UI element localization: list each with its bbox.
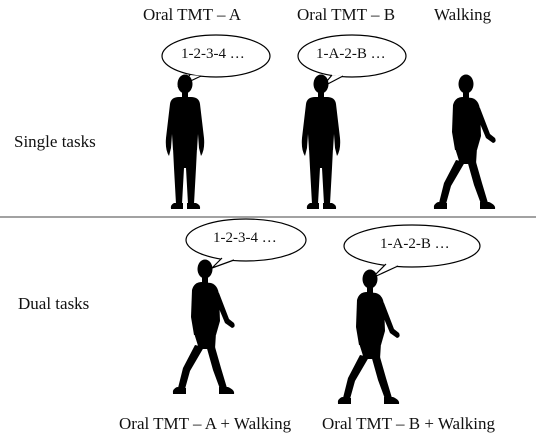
bubble-dual-a xyxy=(185,218,307,269)
column-title-oral-tmt-b: Oral TMT – B xyxy=(297,5,396,24)
row-label-dual-tasks: Dual tasks xyxy=(18,294,90,313)
column-title-walking: Walking xyxy=(434,5,492,24)
standing-person-oral-tmt-b xyxy=(301,74,341,209)
walking-person-single xyxy=(433,74,496,209)
caption-dual-a: Oral TMT – A + Walking xyxy=(119,414,292,433)
row-label-single-tasks: Single tasks xyxy=(14,132,96,151)
walking-person-dual-b xyxy=(337,269,400,404)
caption-dual-b: Oral TMT – B + Walking xyxy=(322,414,496,433)
bubble-text-single-a: 1-2-3-4 … xyxy=(181,46,245,62)
standing-person-oral-tmt-a xyxy=(165,74,205,209)
bubble-text-dual-a: 1-2-3-4 … xyxy=(213,230,277,246)
bubble-text-single-b: 1-A-2-B … xyxy=(316,46,386,62)
walking-person-dual-a xyxy=(172,259,235,394)
bubble-text-dual-b: 1-A-2-B … xyxy=(380,236,450,252)
bubble-dual-b xyxy=(343,224,481,279)
column-title-oral-tmt-a: Oral TMT – A xyxy=(143,5,242,24)
